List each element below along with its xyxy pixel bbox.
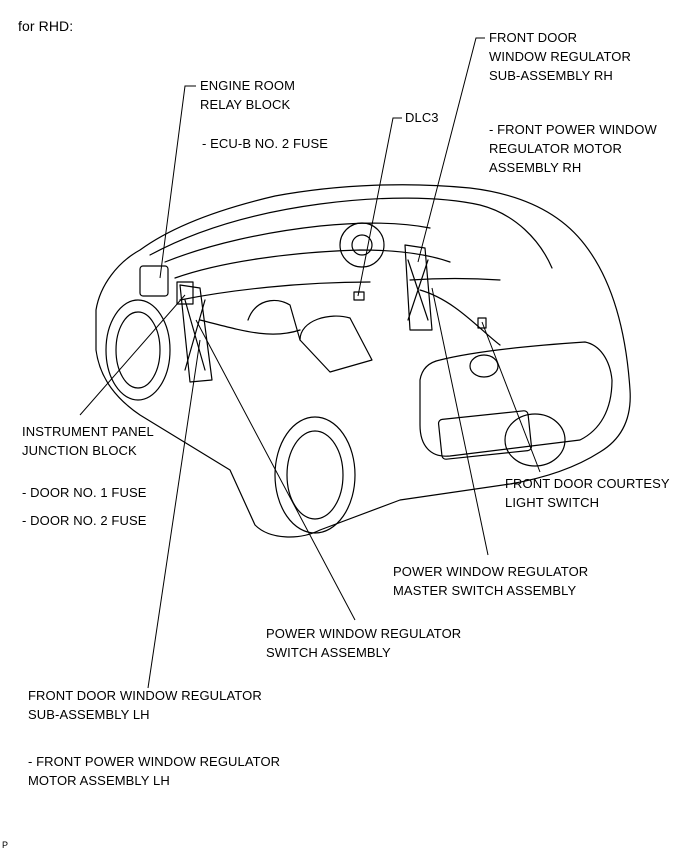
leader-front-door-window-regulator-lh	[147, 339, 201, 689]
leader-power-window-switch	[195, 319, 356, 621]
leader-front-door-window-regulator-rh	[417, 37, 485, 263]
front-wheel	[105, 299, 171, 401]
front-door-window-regulator-lh-label: FRONT DOOR WINDOW REGULATOR SUB-ASSEMBLY…	[28, 688, 262, 722]
power-window-switch-label: POWER WINDOW REGULATOR SWITCH ASSEMBLY	[266, 626, 462, 660]
leader-power-window-master-switch	[431, 287, 489, 556]
rear-hatch	[419, 341, 613, 457]
door-no2-fuse-label: - DOOR NO. 2 FUSE	[22, 513, 147, 528]
relay-block	[139, 265, 169, 297]
front-door-courtesy-light-switch-label: FRONT DOOR COURTESY LIGHT SWITCH	[505, 476, 670, 510]
car-roof	[149, 197, 553, 269]
variant-label: for RHD:	[18, 18, 74, 34]
leader-front-door-courtesy-light-switch	[481, 321, 541, 473]
leader-dlc3	[357, 117, 402, 297]
dashboard	[174, 249, 451, 279]
car-body-outline	[95, 184, 631, 538]
rear-left-wheel	[274, 416, 356, 534]
regulator-rh	[404, 244, 433, 331]
windshield	[164, 222, 431, 263]
front-door-window-regulator-rh-label: FRONT DOOR WINDOW REGULATOR SUB-ASSEMBLY…	[489, 30, 631, 83]
door-no1-fuse-label: - DOOR NO. 1 FUSE	[22, 485, 147, 500]
license-plate	[437, 410, 533, 460]
engine-room-relay-block-label: ENGINE ROOM RELAY BLOCK	[200, 78, 295, 112]
seat	[299, 315, 373, 373]
rear-right-wheel	[504, 413, 566, 467]
instrument-panel-junction-block-label: INSTRUMENT PANEL JUNCTION BLOCK	[22, 424, 154, 458]
steering-wheel	[339, 222, 385, 268]
dlc3-label: DLC3	[405, 110, 439, 125]
leader-instrument-panel-junction-block	[79, 294, 186, 416]
power-window-master-switch-label: POWER WINDOW REGULATOR MASTER SWITCH ASS…	[393, 564, 589, 598]
figure-code: P	[2, 840, 9, 850]
front-power-window-motor-rh-label: - FRONT POWER WINDOW REGULATOR MOTOR ASS…	[489, 122, 657, 175]
front-power-window-motor-lh-label: - FRONT POWER WINDOW REGULATOR MOTOR ASS…	[28, 754, 281, 788]
leader-engine-room-relay-block	[159, 85, 196, 279]
ecu-b-fuse-label: - ECU-B NO. 2 FUSE	[202, 136, 329, 151]
